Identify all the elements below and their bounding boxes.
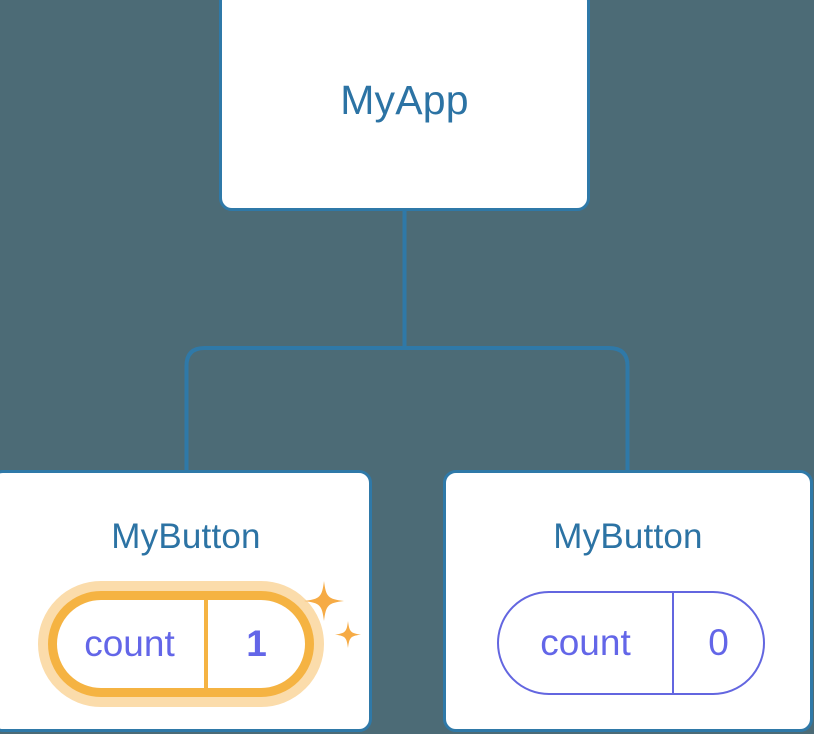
- prop-pill-left-value: 1: [204, 600, 305, 688]
- node-mybutton-left[interactable]: MyButton count 1: [0, 470, 372, 732]
- node-mybutton-right[interactable]: MyButton count 0: [443, 470, 813, 732]
- edge-child-bus: [184, 346, 630, 470]
- prop-pill-right-key: count: [540, 622, 631, 663]
- prop-pill-glow-ring: [38, 581, 324, 707]
- node-mybutton-left-title: MyButton: [111, 517, 261, 556]
- prop-pill-count-left[interactable]: count 1: [48, 591, 314, 697]
- prop-pill-left-key: count: [84, 623, 175, 664]
- node-myapp[interactable]: MyApp: [219, 0, 590, 211]
- prop-pill-right-value: 0: [672, 593, 763, 693]
- prop-pill-count-right[interactable]: count 0: [497, 591, 765, 695]
- sparkle-small-icon: [335, 621, 361, 648]
- prop-pill-right-wrapper: count 0: [497, 591, 767, 697]
- node-mybutton-right-title: MyButton: [553, 517, 703, 556]
- prop-pill-left-wrapper: count 1: [38, 581, 361, 717]
- node-myapp-title: MyApp: [340, 77, 469, 123]
